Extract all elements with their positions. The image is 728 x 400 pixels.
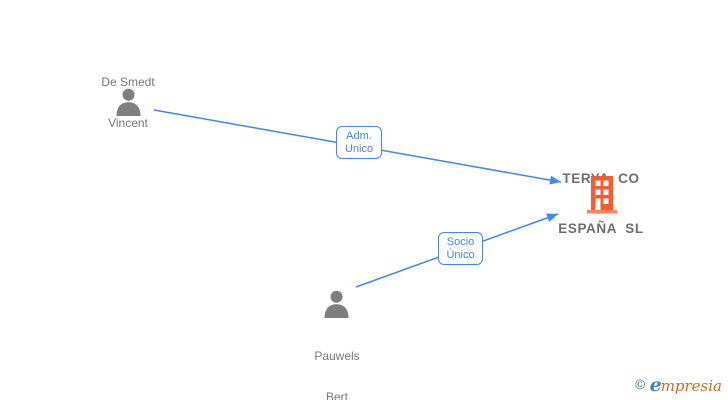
person-name-line: Vincent [108, 115, 148, 130]
edge-label-line: Socio [446, 235, 475, 248]
edge-label-socio-unico: Socio Único [438, 232, 483, 265]
empresia-watermark: ©empresia [634, 374, 722, 396]
building-icon-terya-co[interactable] [587, 176, 617, 214]
person-name-line: Bert [325, 389, 349, 400]
edge-label-line: Único [446, 248, 475, 261]
brand-rest: mpresia [660, 377, 722, 395]
node-label-pauwels-bert: Pauwels Bert [314, 323, 359, 400]
node-label-de-smedt-vincent: De Smedt Vincent [101, 49, 154, 157]
person-name-line: De Smedt [101, 75, 155, 89]
company-name-line: ESPAÑA SL [558, 220, 644, 236]
person-name-line: Pauwels [314, 349, 360, 363]
edge-label-line: Adm. [346, 129, 372, 142]
person-icon-de-smedt-vincent[interactable] [114, 88, 143, 117]
brand-initial: e [649, 374, 662, 396]
copyright-icon: © [633, 378, 647, 393]
person-icon-pauwels-bert[interactable] [322, 290, 351, 319]
edge-label-line: Unico [344, 142, 374, 155]
edge-label-adm-unico: Adm. Unico [336, 126, 382, 159]
